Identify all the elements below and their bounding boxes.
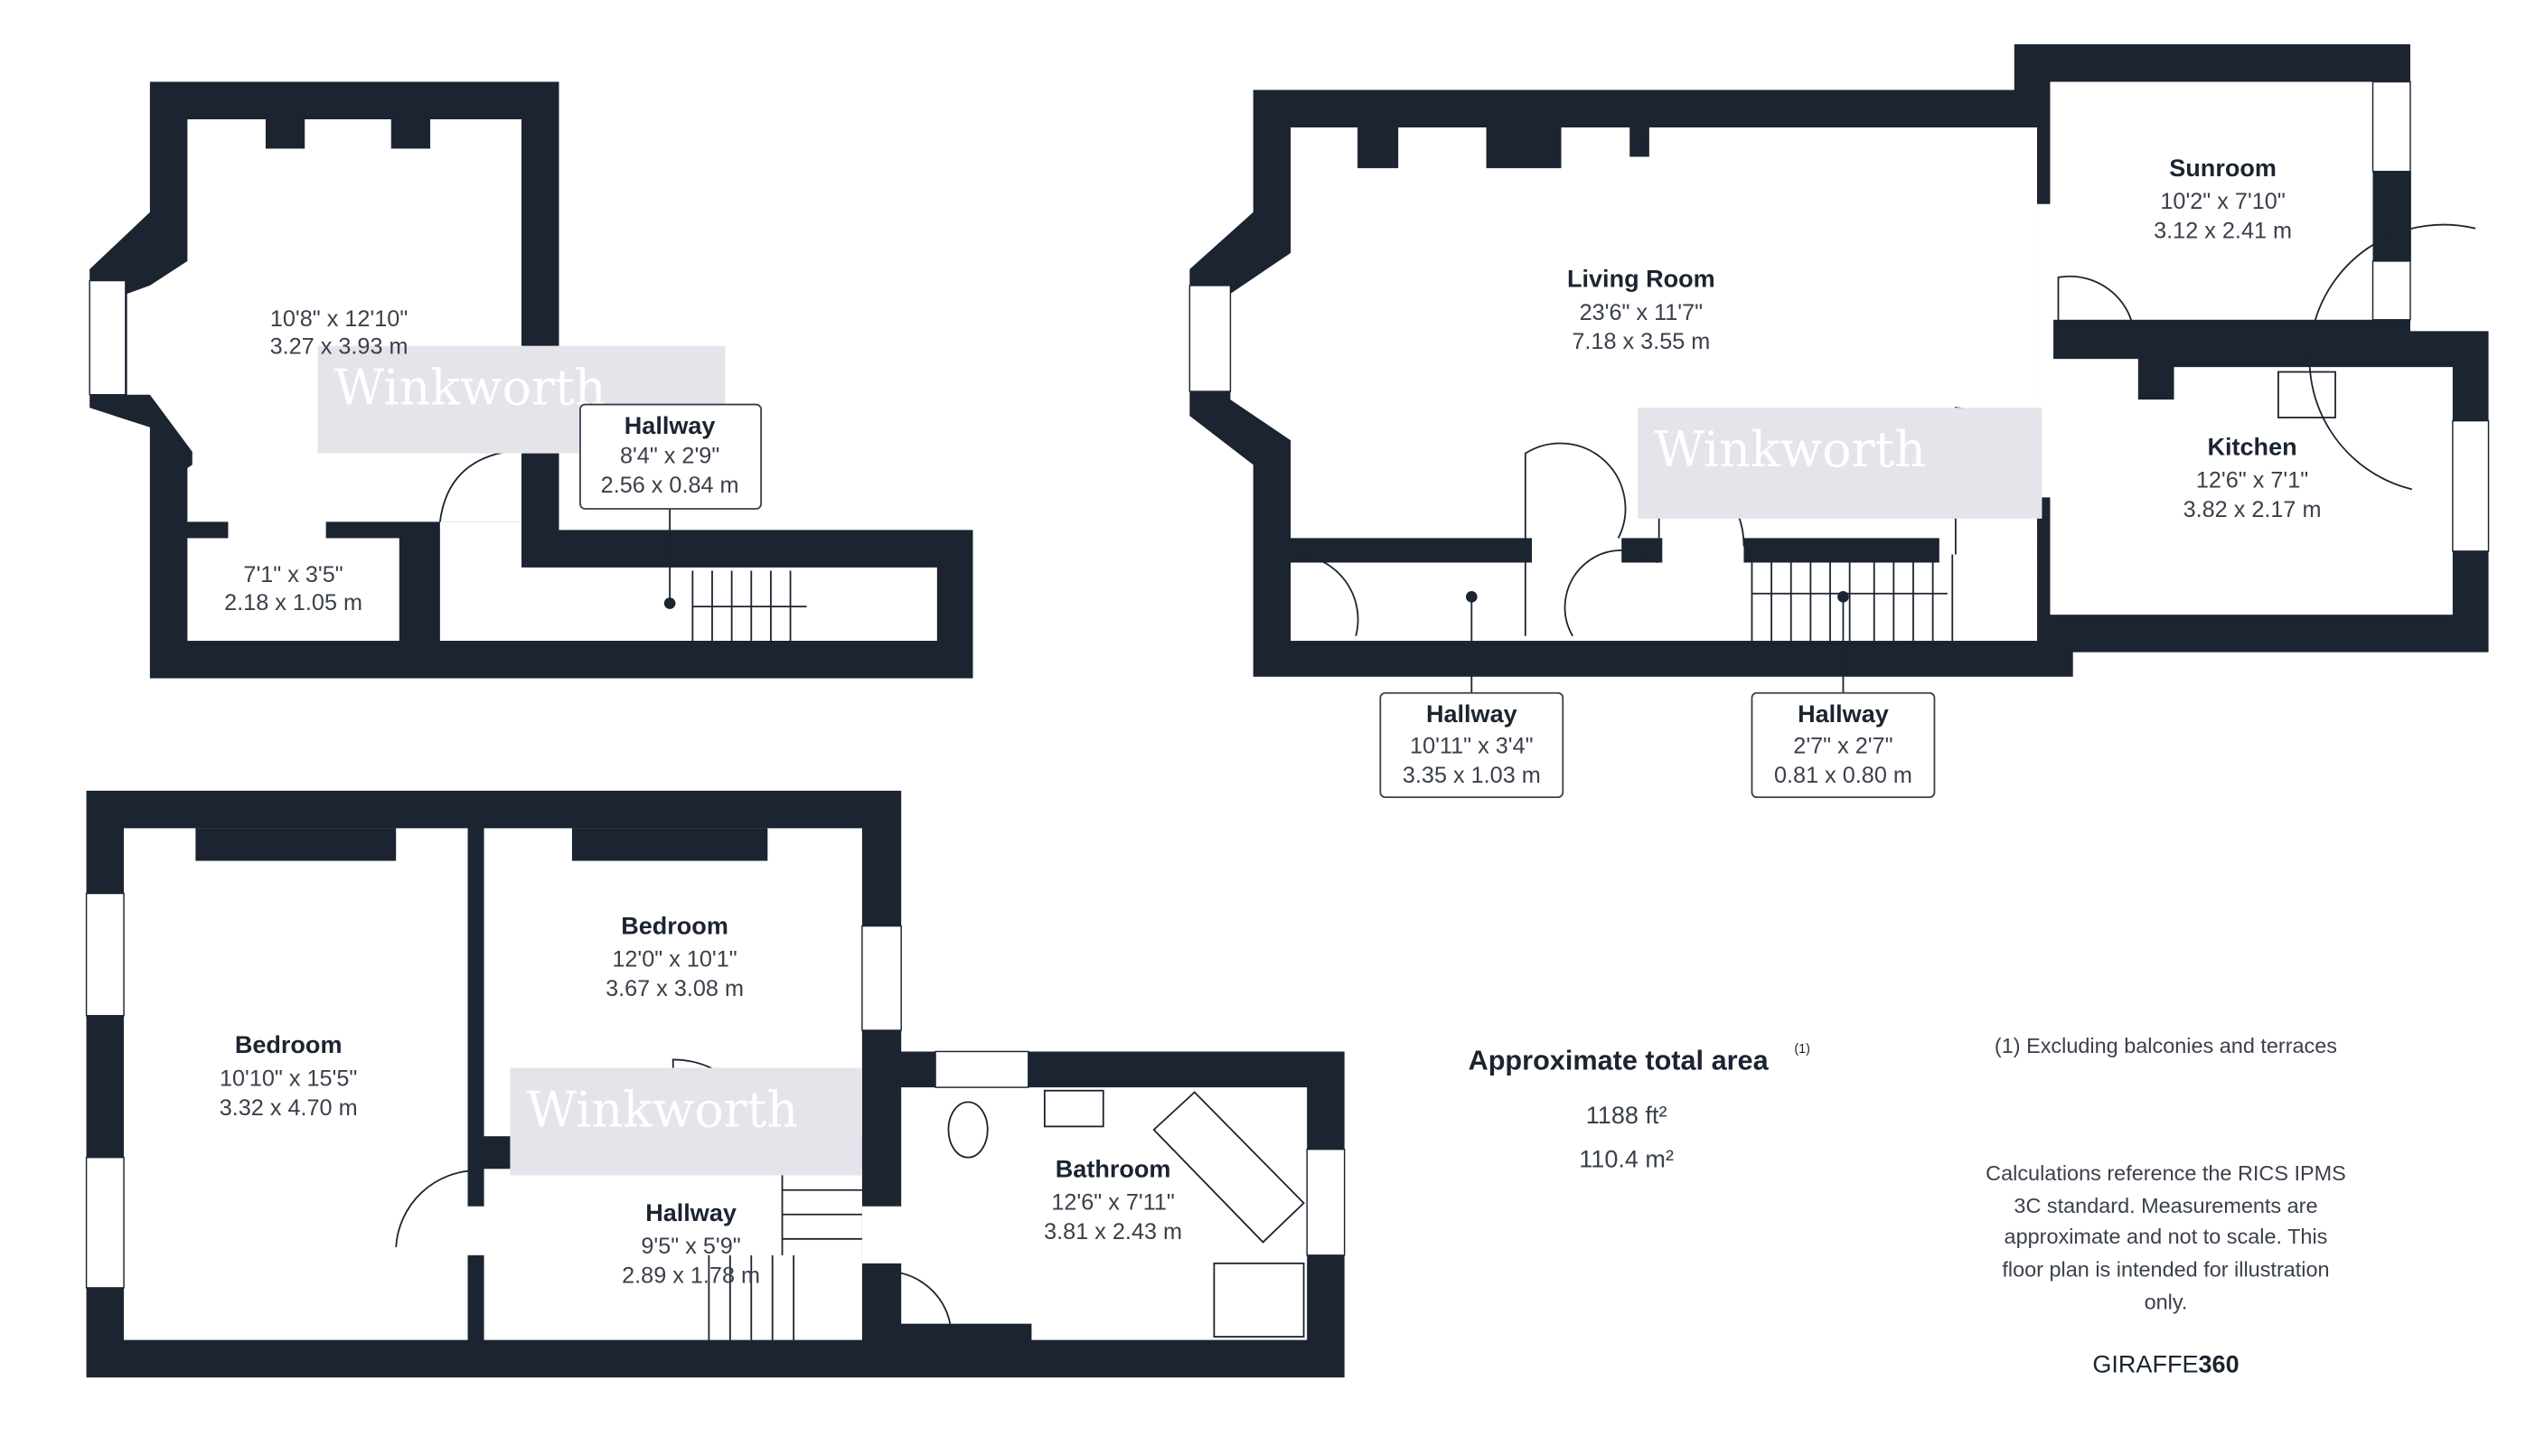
window [934, 1050, 1029, 1088]
ground-hallway [1291, 562, 2038, 642]
room-name: Sunroom [2169, 155, 2277, 182]
room-dimensions: 3.27 x 3.93 m [270, 334, 408, 360]
window [2452, 419, 2490, 552]
footnote-mark: (1) [1794, 1042, 1810, 1057]
room-name: Bedroom [621, 913, 728, 940]
window [85, 892, 125, 1017]
area-summary: Approximate total area (1) 1188 ft² 110.… [1469, 1034, 2346, 1377]
brand-logo: GIRAFFE360 [2092, 1351, 2239, 1378]
room-dimensions: 2'7" x 2'7" [1793, 733, 1892, 758]
room-dimensions: 3.12 x 2.41 m [2154, 219, 2292, 244]
room-dimensions: 7'1" x 3'5" [243, 562, 343, 587]
hallway-label-box [579, 403, 763, 510]
room-dimensions: 2.56 x 0.84 m [601, 473, 739, 498]
toilet-icon [947, 1101, 989, 1159]
room-dimensions: 3.81 x 2.43 m [1044, 1219, 1182, 1245]
watermark [1638, 408, 2042, 519]
basement-floor: Winkworth 10'8" x 12'10" 3.27 x 3.93 m 7… [89, 81, 973, 679]
room-dimensions: 10'10" x 15'5" [220, 1066, 357, 1091]
room-dimensions: 23'6" x 11'7" [1580, 300, 1704, 325]
room-dimensions: 3.67 x 3.08 m [606, 976, 744, 1001]
first-floor: Winkworth Bedroom 10'10" x 15'5" 3.32 x … [85, 790, 1346, 1378]
room-dimensions: 9'5" x 5'9" [641, 1234, 740, 1259]
brand-logo-number: 360 [2199, 1351, 2240, 1378]
disclaimer-line: Calculations reference the RICS IPMS [1986, 1161, 2346, 1185]
room-dimensions: 3.35 x 1.03 m [1403, 763, 1541, 788]
window [861, 925, 902, 1031]
disclaimer-line: approximate and not to scale. This [2005, 1225, 2328, 1248]
room-dimensions: 2.18 x 1.05 m [224, 590, 362, 615]
disclaimer-line: only. [2145, 1290, 2188, 1313]
room-name: Hallway [645, 1199, 737, 1226]
total-area-title: Approximate total area [1469, 1045, 1770, 1076]
window [1188, 285, 1232, 392]
room-dimensions: 3.82 x 2.17 m [2183, 497, 2322, 522]
window [1306, 1148, 1346, 1256]
basement-small-room [187, 538, 399, 642]
room-dimensions: 8'4" x 2'9" [620, 443, 719, 468]
room-name: Bedroom [235, 1031, 343, 1058]
room-dimensions: 12'6" x 7'1" [2196, 468, 2308, 493]
shower-icon [1213, 1262, 1305, 1338]
room-dimensions: 0.81 x 0.80 m [1774, 763, 1912, 788]
first-hallway [484, 1169, 862, 1340]
stairs [1751, 554, 1954, 642]
room-name: Bathroom [1056, 1155, 1171, 1182]
hallway-label-box [1751, 691, 1936, 799]
room-dimensions: 2.89 x 1.78 m [622, 1263, 760, 1288]
room-name: Hallway [624, 412, 716, 439]
watermark-text: Winkworth [526, 1081, 798, 1138]
room-name: Living Room [1567, 266, 1715, 293]
bath-icon [1152, 1091, 1305, 1244]
room-dimensions: 7.18 x 3.55 m [1572, 329, 1710, 354]
watermark-text: Winkworth [1654, 421, 1926, 478]
footnote: (1) Excluding balconies and terraces [1995, 1034, 2337, 1057]
room-dimensions: 3.32 x 4.70 m [220, 1095, 358, 1121]
area-m: 110.4 m² [1579, 1145, 1674, 1172]
disclaimer-line: floor plan is intended for illustration [2002, 1257, 2329, 1281]
ground-floor: Winkworth Living Room 23'6" x 11'7" 7.18… [1188, 44, 2490, 799]
disclaimer-line: 3C standard. Measurements are [2014, 1194, 2317, 1217]
room-dimensions: 10'11" x 3'4" [1410, 733, 1534, 758]
area-ft: 1188 ft² [1586, 1102, 1667, 1129]
window [2371, 80, 2411, 173]
room-name: Hallway [1798, 700, 1889, 728]
room-dimensions: 12'6" x 7'11" [1051, 1189, 1175, 1215]
room-dimensions: 10'2" x 7'10" [2160, 189, 2285, 214]
room-dimensions: 12'0" x 10'1" [612, 947, 737, 972]
sunroom [2050, 81, 2373, 320]
window [85, 1156, 125, 1289]
watermark [510, 1067, 862, 1176]
kitchen [2050, 359, 2453, 615]
brand-logo-text: GIRAFFE [2092, 1351, 2198, 1378]
room-name: Kitchen [2207, 433, 2296, 460]
window [2371, 260, 2411, 321]
hallway-label-box [1379, 691, 1564, 799]
bathroom [861, 1087, 1308, 1340]
window [89, 279, 127, 396]
room-dimensions: 10'8" x 12'10" [270, 306, 408, 332]
sink-icon [1043, 1089, 1104, 1128]
stairs [691, 570, 807, 642]
basement-hallway [439, 521, 937, 642]
room-name: Hallway [1426, 700, 1517, 728]
hob-icon [2277, 371, 2336, 418]
watermark-text: Winkworth [334, 360, 606, 417]
